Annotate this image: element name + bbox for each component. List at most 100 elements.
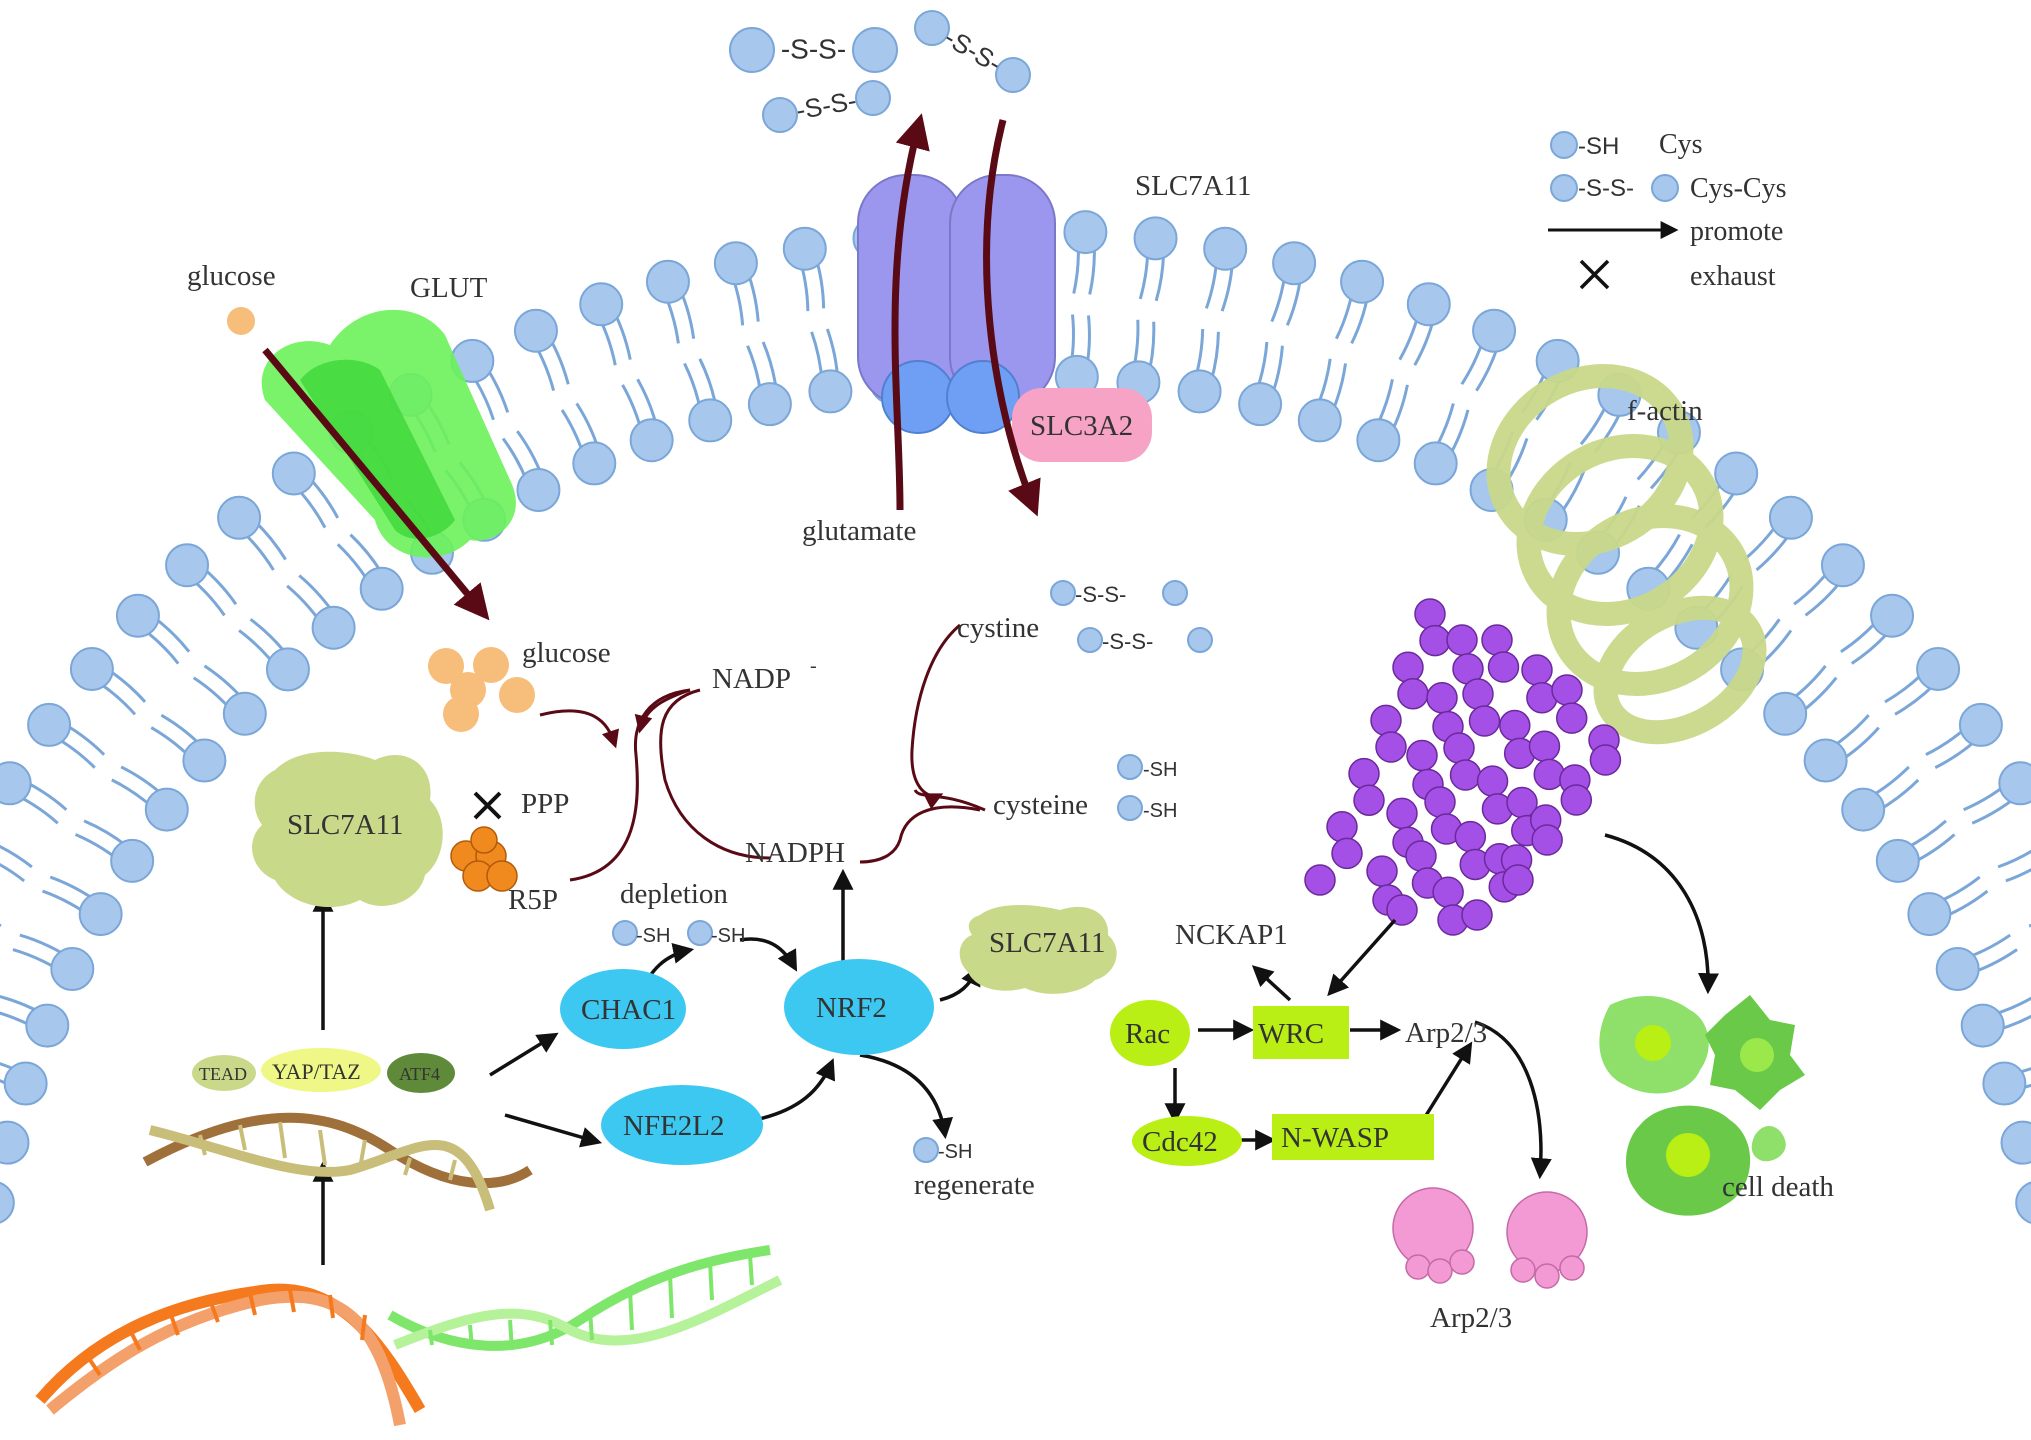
lipid-head: [1063, 210, 1108, 255]
lipid-head: [1982, 1061, 2027, 1106]
actin-bead: [1392, 651, 1424, 683]
lipid-head: [579, 282, 624, 327]
cystine-bead: [914, 10, 950, 46]
arp23-top-label: Arp2/3: [1405, 1017, 1487, 1049]
actin-bead: [1370, 704, 1402, 737]
lipid-head: [1177, 369, 1222, 414]
cystine-bond-text: -S-S-: [794, 85, 859, 125]
nfe2l2-node: [601, 1085, 763, 1165]
lipid-head: [165, 543, 210, 588]
glut-label: GLUT: [410, 272, 488, 304]
cystine-b-text: -S-S-: [1102, 629, 1153, 654]
cystine-bead: [852, 27, 898, 73]
cysteine-a-text: -SH: [1143, 759, 1177, 781]
lipid-head: [572, 441, 617, 486]
slc7a11-blob-left-label: SLC7A11: [287, 809, 404, 841]
actin-bead: [1556, 702, 1588, 734]
f-actin-coil: [1486, 363, 1767, 745]
cystine-label: cystine: [957, 612, 1039, 644]
actin-bead: [1326, 811, 1358, 843]
actin-bead: [1331, 837, 1363, 870]
lipid-head: [1875, 838, 1920, 883]
lipid-head: [144, 787, 189, 832]
actin-bead: [1375, 731, 1407, 763]
lipid-tail: [1997, 849, 2031, 869]
cell-death-label: cell death: [1722, 1171, 1834, 1203]
lipid-head: [182, 738, 227, 783]
lipid-head: [2015, 1181, 2031, 1224]
lipid-head: [0, 761, 32, 806]
slc7a11-blob-left: [252, 751, 443, 908]
lipid-head: [1803, 738, 1848, 783]
glutamate-label: glutamate: [802, 515, 916, 547]
legend-promote-label: promote: [1690, 216, 1783, 247]
legend-exhaust-cross-icon: [1579, 259, 1610, 290]
actin-bead: [1386, 894, 1418, 926]
r5p-cluster: [450, 826, 518, 892]
lipid-head: [110, 838, 155, 883]
actin-bead: [1521, 654, 1553, 686]
lipid-tail: [0, 923, 2, 928]
nadph-cycle: [539, 623, 986, 882]
lipid-head: [78, 892, 123, 937]
nfe2l2-label: NFE2L2: [623, 1110, 725, 1142]
lipid-head: [1935, 947, 1980, 992]
glucose-import-arrow: [262, 347, 490, 621]
actin-bead: [1405, 840, 1437, 872]
nrf2-pathway-nodes: [560, 959, 934, 1165]
actin-bead: [1531, 824, 1563, 856]
actin-bead: [1443, 732, 1475, 764]
lipid-head: [222, 691, 267, 736]
chac1-label: CHAC1: [581, 994, 676, 1026]
lipid-head: [629, 418, 674, 463]
glut-transporter: [227, 307, 516, 621]
legend-exhaust-label: exhaust: [1690, 261, 1776, 292]
r5p-label: R5P: [508, 884, 558, 916]
cystine-bead: [729, 27, 775, 73]
cdc42-node: [1132, 1116, 1242, 1166]
actin-bead: [1449, 759, 1482, 791]
lipid-head: [808, 369, 853, 414]
actin-bead: [1533, 758, 1565, 791]
nadp-label: NADP: [712, 663, 791, 695]
cystine-molecules: -S-S--S-S--S-S-: [729, 10, 1031, 133]
lipid-head: [1820, 543, 1865, 588]
cysteine-label: cysteine: [993, 789, 1088, 821]
actin-bead: [1502, 864, 1534, 896]
lipid-head: [747, 382, 792, 427]
regenerate-label: regenerate: [914, 1169, 1035, 1201]
actin-bead: [1454, 820, 1487, 853]
depletion-label: depletion: [620, 878, 728, 910]
wrc-node: [1253, 1006, 1349, 1059]
actin-bead: [1476, 765, 1509, 797]
actin-bead: [1424, 786, 1456, 818]
actin-bead: [1589, 744, 1622, 776]
actin-bead: [1406, 739, 1438, 772]
lipid-head: [1998, 761, 2031, 806]
glucose-outside-label: glucose: [187, 260, 276, 292]
glucose-outside-molecule: [227, 307, 255, 335]
cystine-bead: [855, 80, 891, 116]
lipid-head: [1356, 418, 1401, 463]
actin-bead: [1551, 674, 1583, 706]
lipid-head: [1916, 647, 1961, 692]
actin-bead-filaments: [1304, 598, 1622, 936]
arp23-complexes: [1392, 1187, 1588, 1289]
actin-bead: [1528, 730, 1561, 762]
actin-bead: [1397, 678, 1429, 710]
lipid-head: [1203, 226, 1248, 271]
yaptaz-label: YAP/TAZ: [272, 1059, 361, 1084]
lipid-head: [217, 495, 262, 540]
nwasp-node: [1272, 1114, 1434, 1160]
slc7a11-blob-right-label: SLC7A11: [989, 927, 1106, 959]
lipid-head: [265, 647, 310, 692]
lipid-head: [0, 1181, 15, 1224]
slc7a11-transporter: [857, 113, 1152, 517]
glutamate-export-arrow: [891, 113, 930, 511]
lipid-head: [69, 647, 114, 692]
nadph-label: NADPH: [745, 837, 845, 869]
cysteine-molecules: -S-S- -S-S- -SH -SH -SH -SH -SH: [612, 580, 1213, 1163]
legend-cyscys-label: Cys-Cys: [1690, 173, 1786, 204]
actin-bead: [1499, 709, 1531, 742]
